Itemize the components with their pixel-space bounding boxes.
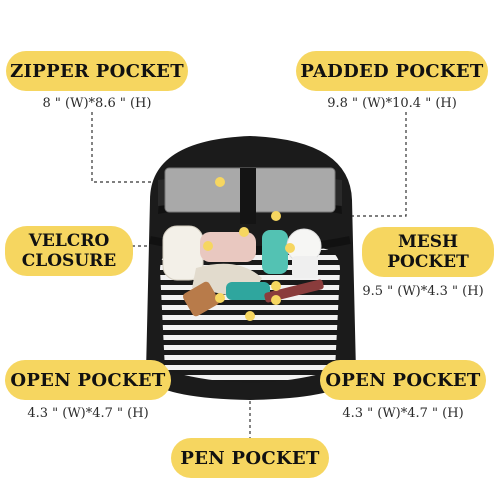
velcro-closure-label: VELCRO CLOSURE [5, 226, 133, 276]
mesh-pocket-label: MESH POCKET [362, 227, 494, 277]
velcro-closure-line2: CLOSURE [21, 251, 117, 271]
open-pocket-left-size: 4.3 " (W)*4.7 " (H) [27, 406, 149, 421]
zipper-pocket-label: ZIPPER POCKET [6, 51, 188, 91]
mesh-pocket-line2: POCKET [387, 252, 469, 272]
open-pocket-left-label: OPEN POCKET [5, 360, 171, 400]
zipper-pocket-size: 8 " (W)*8.6 " (H) [42, 96, 152, 111]
padded-pocket-size: 9.8 " (W)*10.4 " (H) [327, 96, 457, 111]
bag-body [146, 136, 356, 400]
mesh-pocket-size: 9.5 " (W)*4.3 " (H) [362, 284, 484, 299]
pen-pocket-label: PEN POCKET [171, 438, 329, 478]
mesh-pocket-line1: MESH [397, 232, 459, 252]
open-pocket-right-label: OPEN POCKET [320, 360, 486, 400]
indicator-dots [203, 177, 295, 321]
open-pocket-right-size: 4.3 " (W)*4.7 " (H) [342, 406, 464, 421]
padded-pocket-label: PADDED POCKET [296, 51, 488, 91]
velcro-closure-line1: VELCRO [28, 231, 110, 251]
